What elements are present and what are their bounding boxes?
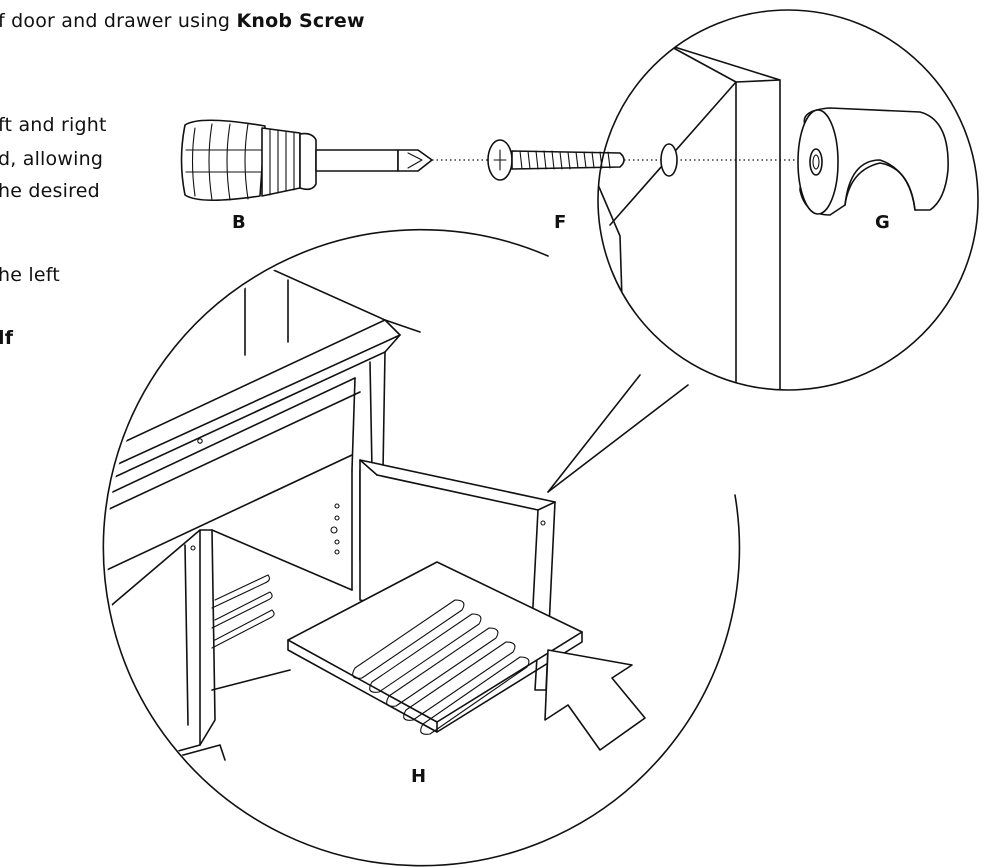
instruction-line-2: ft and right (0, 114, 107, 136)
knob-icon (797, 107, 949, 216)
part-label-h: H (411, 766, 427, 787)
instruction-line-6: lf (0, 327, 14, 349)
instruction-line-4: he desired (0, 180, 100, 202)
knob-detail-view (597, 9, 979, 391)
part-label-b: B (232, 212, 246, 233)
cabinet-detail-view (102, 228, 741, 867)
push-arrow-icon (544, 649, 646, 751)
instruction-line-3: d, allowing (0, 148, 104, 170)
instruction-text: f door and drawer using (0, 10, 237, 32)
instruction-line-5: he left (0, 264, 60, 286)
instruction-line-1: f door and drawer using Knob Screw (0, 9, 365, 33)
knob-screw-icon (487, 139, 625, 181)
part-label-g: G (875, 212, 890, 233)
part-label-f: F (554, 212, 567, 233)
knob-screw-label: Knob Screw (236, 10, 365, 32)
screwdriver-icon (180, 119, 433, 202)
detail-circle (597, 9, 979, 391)
